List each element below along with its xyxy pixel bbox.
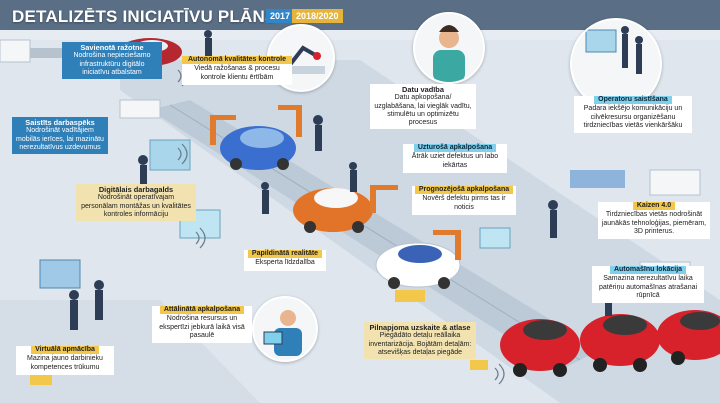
robot-arms — [210, 105, 461, 260]
box-operator-engagement: Operatoru saistīšana Padara iekšējo komu… — [574, 96, 692, 134]
box-title: Kaizen 4.0 — [632, 202, 676, 211]
remote-service-inset — [252, 296, 318, 362]
box-digital-workbench: Digitālais darbagalds Nodrošināt operatī… — [76, 184, 196, 222]
car-white — [375, 242, 461, 289]
red-cars — [500, 310, 720, 377]
box-title: Papildinātā realitāte — [247, 250, 323, 259]
carts — [30, 290, 488, 385]
box-title: Uzturošā apkalpošana — [413, 144, 497, 153]
person-icon — [433, 25, 465, 82]
box-body: Viedā ražošanas & procesu kontrole klien… — [194, 65, 280, 81]
box-car-location: Automašīnu lokācija Samazina nerezultatī… — [592, 266, 704, 304]
box-predictive-maintenance: Prognozējošā apkalpošana Novērš defektu … — [412, 186, 516, 215]
box-remote-service: Attālinātā apkalpošana Nodrošina resursu… — [152, 306, 252, 344]
box-augmented-reality: Papildinātā realitāte Eksperta līdzdalīb… — [244, 250, 326, 271]
box-connected-plant: Savienotā ražotne Nodrošina nepieciešamo… — [62, 42, 162, 80]
box-title: Digitālais darbagalds — [98, 185, 174, 194]
box-connected-workforce: Saistīts darbaspēks Nodrošināt vadītājie… — [12, 117, 108, 155]
year-badge-2018-2020: 2018/2020 — [292, 9, 343, 23]
box-title: Automašīnu lokācija — [609, 266, 687, 275]
box-title: Virtuālā apmācība — [31, 346, 99, 355]
data-manager-inset — [413, 12, 485, 84]
year-badge-2017: 2017 — [266, 9, 295, 23]
box-title: Autonomā kvalitātes kontrole — [182, 56, 292, 65]
box-title: Pilnapjoma uzskaite & atlase — [369, 323, 471, 332]
box-body: Nodrošināt vadītājiem mobilās ierīces, l… — [16, 127, 104, 151]
box-body: Nodrošina nepieciešamo infrastruktūru di… — [73, 52, 151, 76]
box-body: Datu apkopošana/ uzglabāšana, lai vieglā… — [374, 94, 472, 127]
box-title: Datu vadība — [402, 85, 444, 94]
box-body: Novērš defektu pirms tas ir noticis — [422, 195, 506, 211]
box-title: Attālinātā apkalpošana — [159, 306, 245, 315]
box-body: Piegādāto detaļu reāllaika inventarizāci… — [368, 332, 472, 356]
box-body: Nodrošināt operatīvajam personālam montā… — [81, 194, 191, 218]
box-virtual-training: Virtuālā apmācība Mazina jauno darbiniek… — [16, 346, 114, 375]
box-maintenance: Uzturošā apkalpošana Ātrāk uziet defektu… — [403, 144, 507, 173]
car-orange — [293, 188, 373, 233]
tablet-icon — [263, 310, 302, 356]
page-title: DETALIZĒTS INICIATĪVU PLĀNS — [12, 7, 277, 26]
box-kaizen: Kaizen 4.0 Tirdzniecības vietās nodrošin… — [598, 202, 710, 240]
box-body: Nodrošina resursus un ekspertīzi jebkurā… — [159, 315, 245, 339]
box-body: Samazina nerezultatīvu laika patēriņu au… — [598, 275, 698, 299]
box-body: Mazina jauno darbinieku kompetences trūk… — [27, 355, 103, 371]
robot-arm-icon — [277, 45, 325, 74]
box-title: Prognozējošā apkalpošana — [414, 186, 514, 195]
car-blue — [220, 126, 296, 170]
box-body: Eksperta līdzdalība — [255, 259, 315, 267]
box-body: Padara iekšējo komunikāciju un cilvēkres… — [583, 105, 683, 129]
box-body: Ātrāk uziet defektus un labo iekārtas — [411, 153, 499, 169]
box-autonomous-quality: Autonomā kvalitātes kontrole Viedā ražoš… — [182, 56, 292, 85]
box-data-management: Datu vadība Datu apkopošana/ uzglabāšana… — [370, 84, 476, 130]
box-title: Operatoru saistīšana — [594, 96, 672, 105]
operators-inset — [570, 18, 662, 110]
box-full-inventory: Pilnapjoma uzskaite & atlase Piegādāto d… — [364, 322, 476, 360]
display-board-icon — [585, 26, 643, 74]
box-body: Tirdzniecības vietās nodrošināt jaunākās… — [601, 211, 707, 235]
box-title: Savienotā ražotne — [80, 43, 144, 52]
box-title: Saistīts darbaspēks — [25, 118, 95, 127]
